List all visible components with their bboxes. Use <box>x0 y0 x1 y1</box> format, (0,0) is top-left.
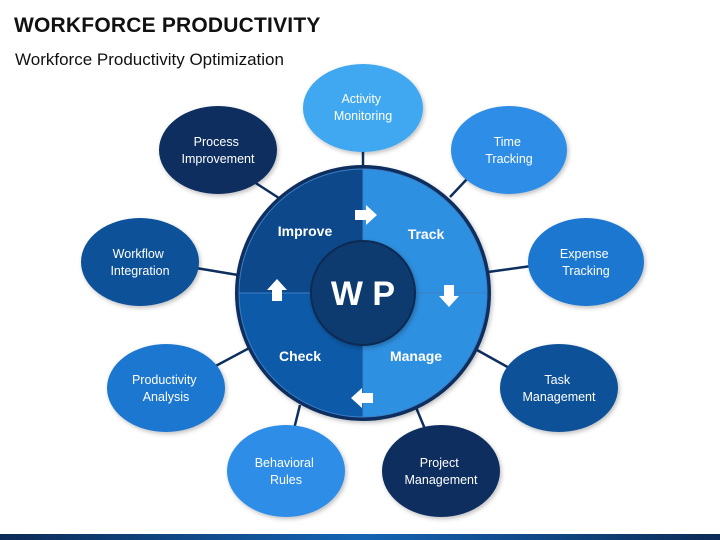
arrow-left-icon <box>351 388 373 408</box>
arrow-down-icon <box>439 285 459 307</box>
node-expense-tracking-line1: Expense <box>560 247 609 261</box>
segment-label-check: Check <box>279 348 321 364</box>
segment-label-manage: Manage <box>390 348 442 364</box>
node-behavioral-rules[interactable] <box>227 425 345 517</box>
node-task-management[interactable] <box>500 344 618 432</box>
node-project-management[interactable] <box>382 425 500 517</box>
node-label-expense-tracking: Expense Tracking <box>560 247 612 278</box>
segment-label-track: Track <box>408 226 445 242</box>
node-project-management-line1: Project <box>420 456 459 470</box>
node-activity-monitoring[interactable] <box>303 64 423 152</box>
node-label-process-improvement: Process Improvement <box>182 135 255 166</box>
node-process-improvement[interactable] <box>159 106 277 194</box>
node-label-productivity-analysis: Productivity Analysis <box>132 373 200 404</box>
node-task-management-line1: Task <box>544 373 570 387</box>
page-subtitle: Workforce Productivity Optimization <box>15 50 284 69</box>
arrow-up-icon <box>267 279 287 301</box>
node-productivity-analysis-line1: Productivity <box>132 373 197 387</box>
node-workflow-integration-line2: Integration <box>110 264 169 278</box>
node-label-activity-monitoring: Activity Monitoring <box>334 92 392 123</box>
node-activity-monitoring-line2: Monitoring <box>334 109 392 123</box>
node-process-improvement-line1: Process <box>194 135 239 149</box>
node-expense-tracking-line2: Tracking <box>562 264 610 278</box>
arrow-right-icon <box>355 205 377 225</box>
page-title: WORKFORCE PRODUCTIVITY <box>14 14 321 37</box>
node-label-behavioral-rules: Behavioral Rules <box>255 456 318 487</box>
node-workflow-integration-line1: Workflow <box>113 247 165 261</box>
footer-bar <box>0 534 720 540</box>
node-project-management-line2: Management <box>405 473 478 487</box>
node-label-time-tracking: Time Tracking <box>485 135 533 166</box>
node-behavioral-rules-line1: Behavioral <box>255 456 314 470</box>
node-label-project-management: Project Management <box>405 456 478 487</box>
segment-label-improve: Improve <box>278 223 333 239</box>
node-productivity-analysis[interactable] <box>107 344 225 432</box>
node-task-management-line2: Management <box>523 390 596 404</box>
node-label-workflow-integration: Workflow Integration <box>110 247 169 278</box>
node-label-task-management: Task Management <box>523 373 596 404</box>
center-hub <box>310 240 416 346</box>
node-time-tracking-line1: Time <box>494 135 521 149</box>
node-workflow-integration[interactable] <box>81 218 199 306</box>
node-productivity-analysis-line2: Analysis <box>143 390 190 404</box>
node-activity-monitoring-line1: Activity <box>341 92 381 106</box>
center-label: W P <box>331 275 395 313</box>
node-behavioral-rules-line2: Rules <box>270 473 302 487</box>
node-expense-tracking[interactable] <box>528 218 644 306</box>
node-time-tracking[interactable] <box>451 106 567 194</box>
node-process-improvement-line2: Improvement <box>182 152 255 166</box>
node-time-tracking-line2: Tracking <box>485 152 533 166</box>
